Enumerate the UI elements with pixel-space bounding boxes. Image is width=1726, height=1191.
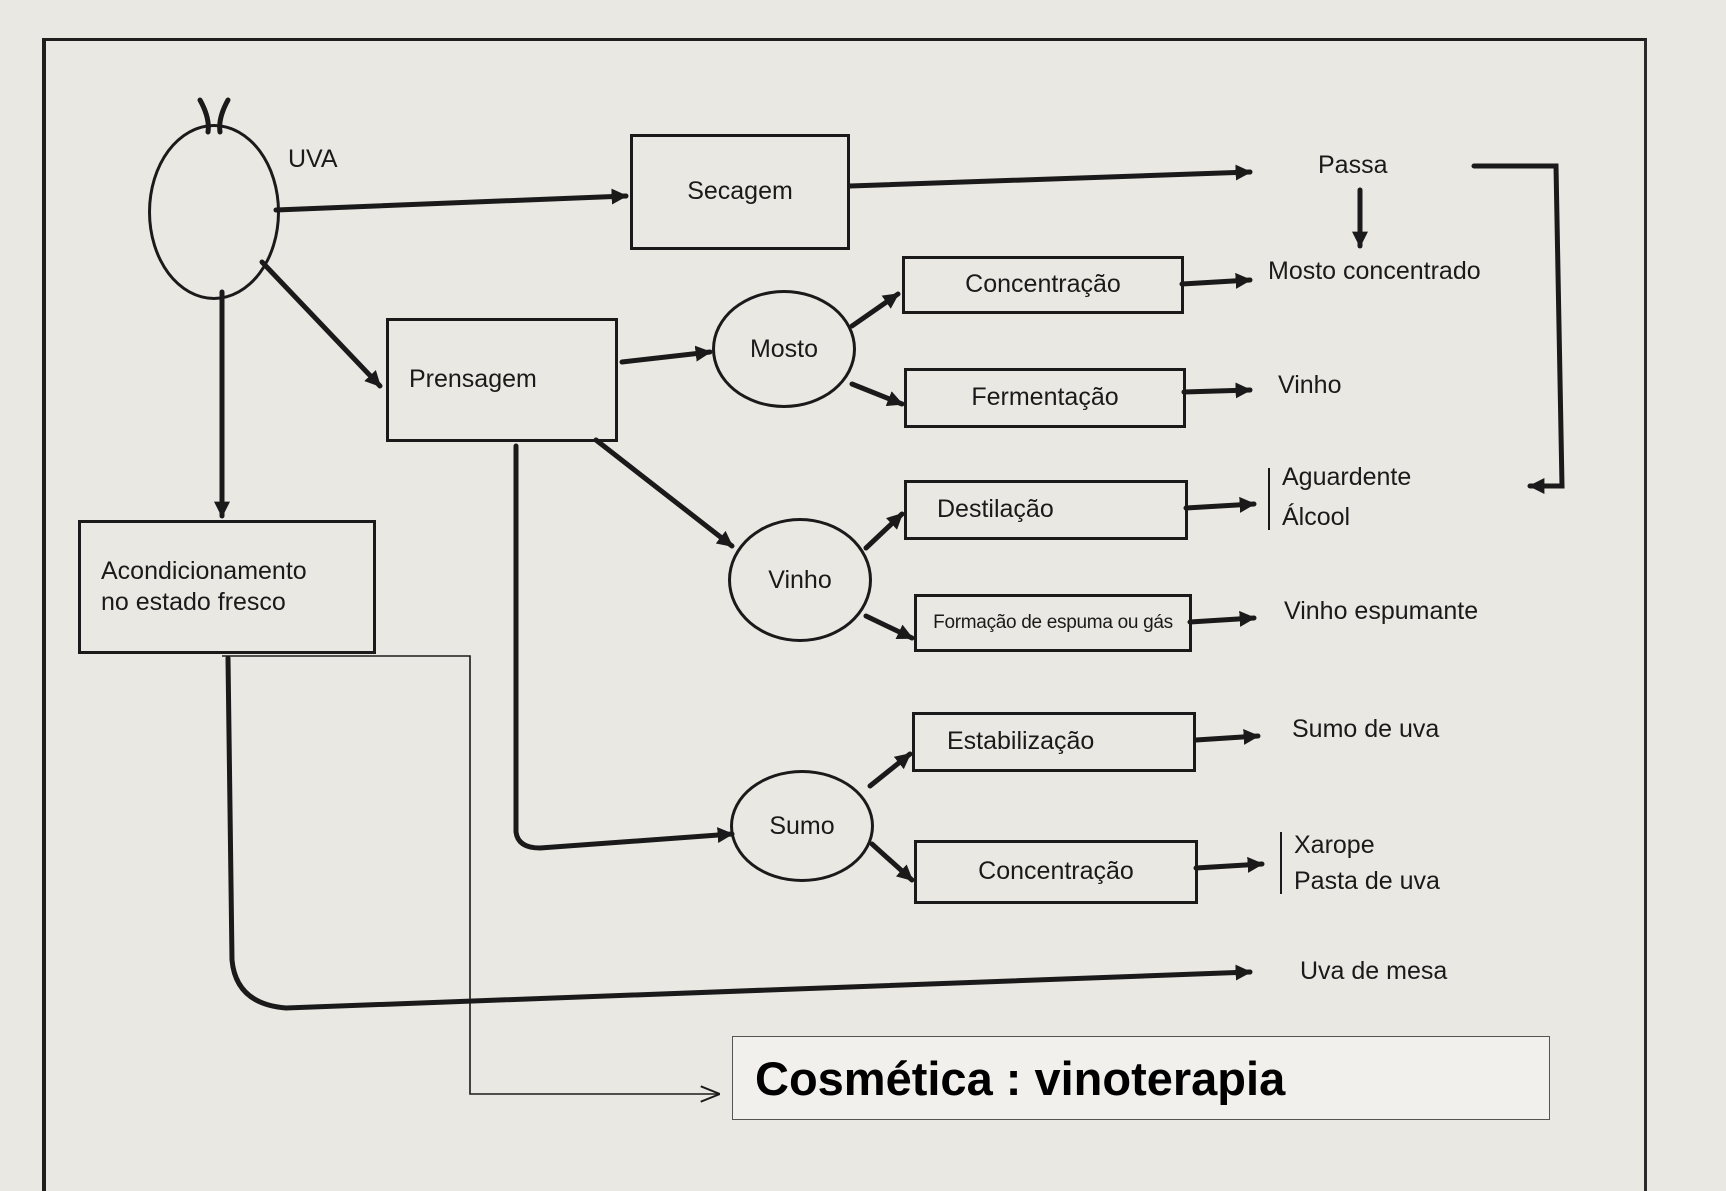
arrow-acond-uvademesa (225, 655, 1253, 1011)
arrow-concentracao-xarope (1193, 856, 1265, 873)
arrow-uva-prensagem (259, 259, 383, 389)
circle-sumo: Sumo (730, 770, 874, 882)
arrow-passa-aguardente (1471, 163, 1565, 495)
product-mosto-concentrado: Mosto concentrado (1268, 257, 1481, 285)
box-acondicionamento: Acondicionamento no estado fresco (78, 520, 376, 654)
arrow-mosto-concentracao (849, 291, 901, 329)
arrow-secagem-passa (847, 164, 1253, 189)
arrow-prensagem-sumo (513, 443, 735, 851)
product-uva-de-mesa: Uva de mesa (1300, 957, 1448, 985)
product-sumo-de-uva: Sumo de uva (1292, 715, 1440, 743)
arrow-vinho-espuma (863, 613, 915, 641)
arrow-prensagem-vinho (593, 437, 735, 549)
arrow-estab-sumo-uva (1193, 728, 1261, 745)
box-estabilizacao: Estabilização (912, 712, 1196, 772)
cosmetica-label: Cosmética : vinoterapia (755, 1051, 1286, 1105)
circle-mosto: Mosto (712, 290, 856, 408)
arrow-concentracao-mostoconc (1179, 272, 1253, 289)
box-secagem: Secagem (630, 134, 850, 250)
product-passa: Passa (1318, 151, 1388, 179)
arrow-destilacao-aguardente (1183, 496, 1257, 513)
arrow-sumo-estabilizacao (867, 751, 913, 789)
page-frame (42, 38, 1647, 1191)
box-espuma: Formação de espuma ou gás (914, 594, 1192, 652)
cosmetica-annotation: Cosmética : vinoterapia (732, 1036, 1550, 1120)
box-fermentacao: Fermentação (904, 368, 1186, 428)
arrow-vinho-destilacao (863, 511, 905, 551)
grape-circle (148, 124, 280, 300)
circle-vinho: Vinho (728, 518, 872, 642)
brace-concentracao (1280, 832, 1290, 894)
grape-label: UVA (288, 145, 338, 173)
arrow-sumo-concentracao (869, 841, 915, 883)
arrow-espuma-espumante (1187, 610, 1257, 627)
product-xarope: Xarope (1294, 831, 1375, 859)
product-pasta-de-uva: Pasta de uva (1294, 867, 1440, 895)
box-destilacao: Destilação (904, 480, 1188, 540)
arrow-fermentacao-vinho (1181, 382, 1253, 399)
box-prensagem: Prensagem (386, 318, 618, 442)
brace-destilacao (1268, 468, 1278, 530)
box-concentracao-sumo: Concentração (914, 840, 1198, 904)
product-alcool: Álcool (1282, 503, 1351, 531)
arrow-prensagem-mosto (619, 345, 713, 365)
arrow-cosmetica (222, 655, 718, 1094)
product-vinho-espumante: Vinho espumante (1284, 597, 1479, 625)
product-vinho: Vinho (1278, 371, 1342, 399)
arrow-uva-secagem (273, 188, 629, 213)
box-concentracao-mosto: Concentração (902, 256, 1184, 314)
product-aguardente: Aguardente (1282, 463, 1412, 491)
arrow-mosto-fermentacao (849, 381, 905, 407)
